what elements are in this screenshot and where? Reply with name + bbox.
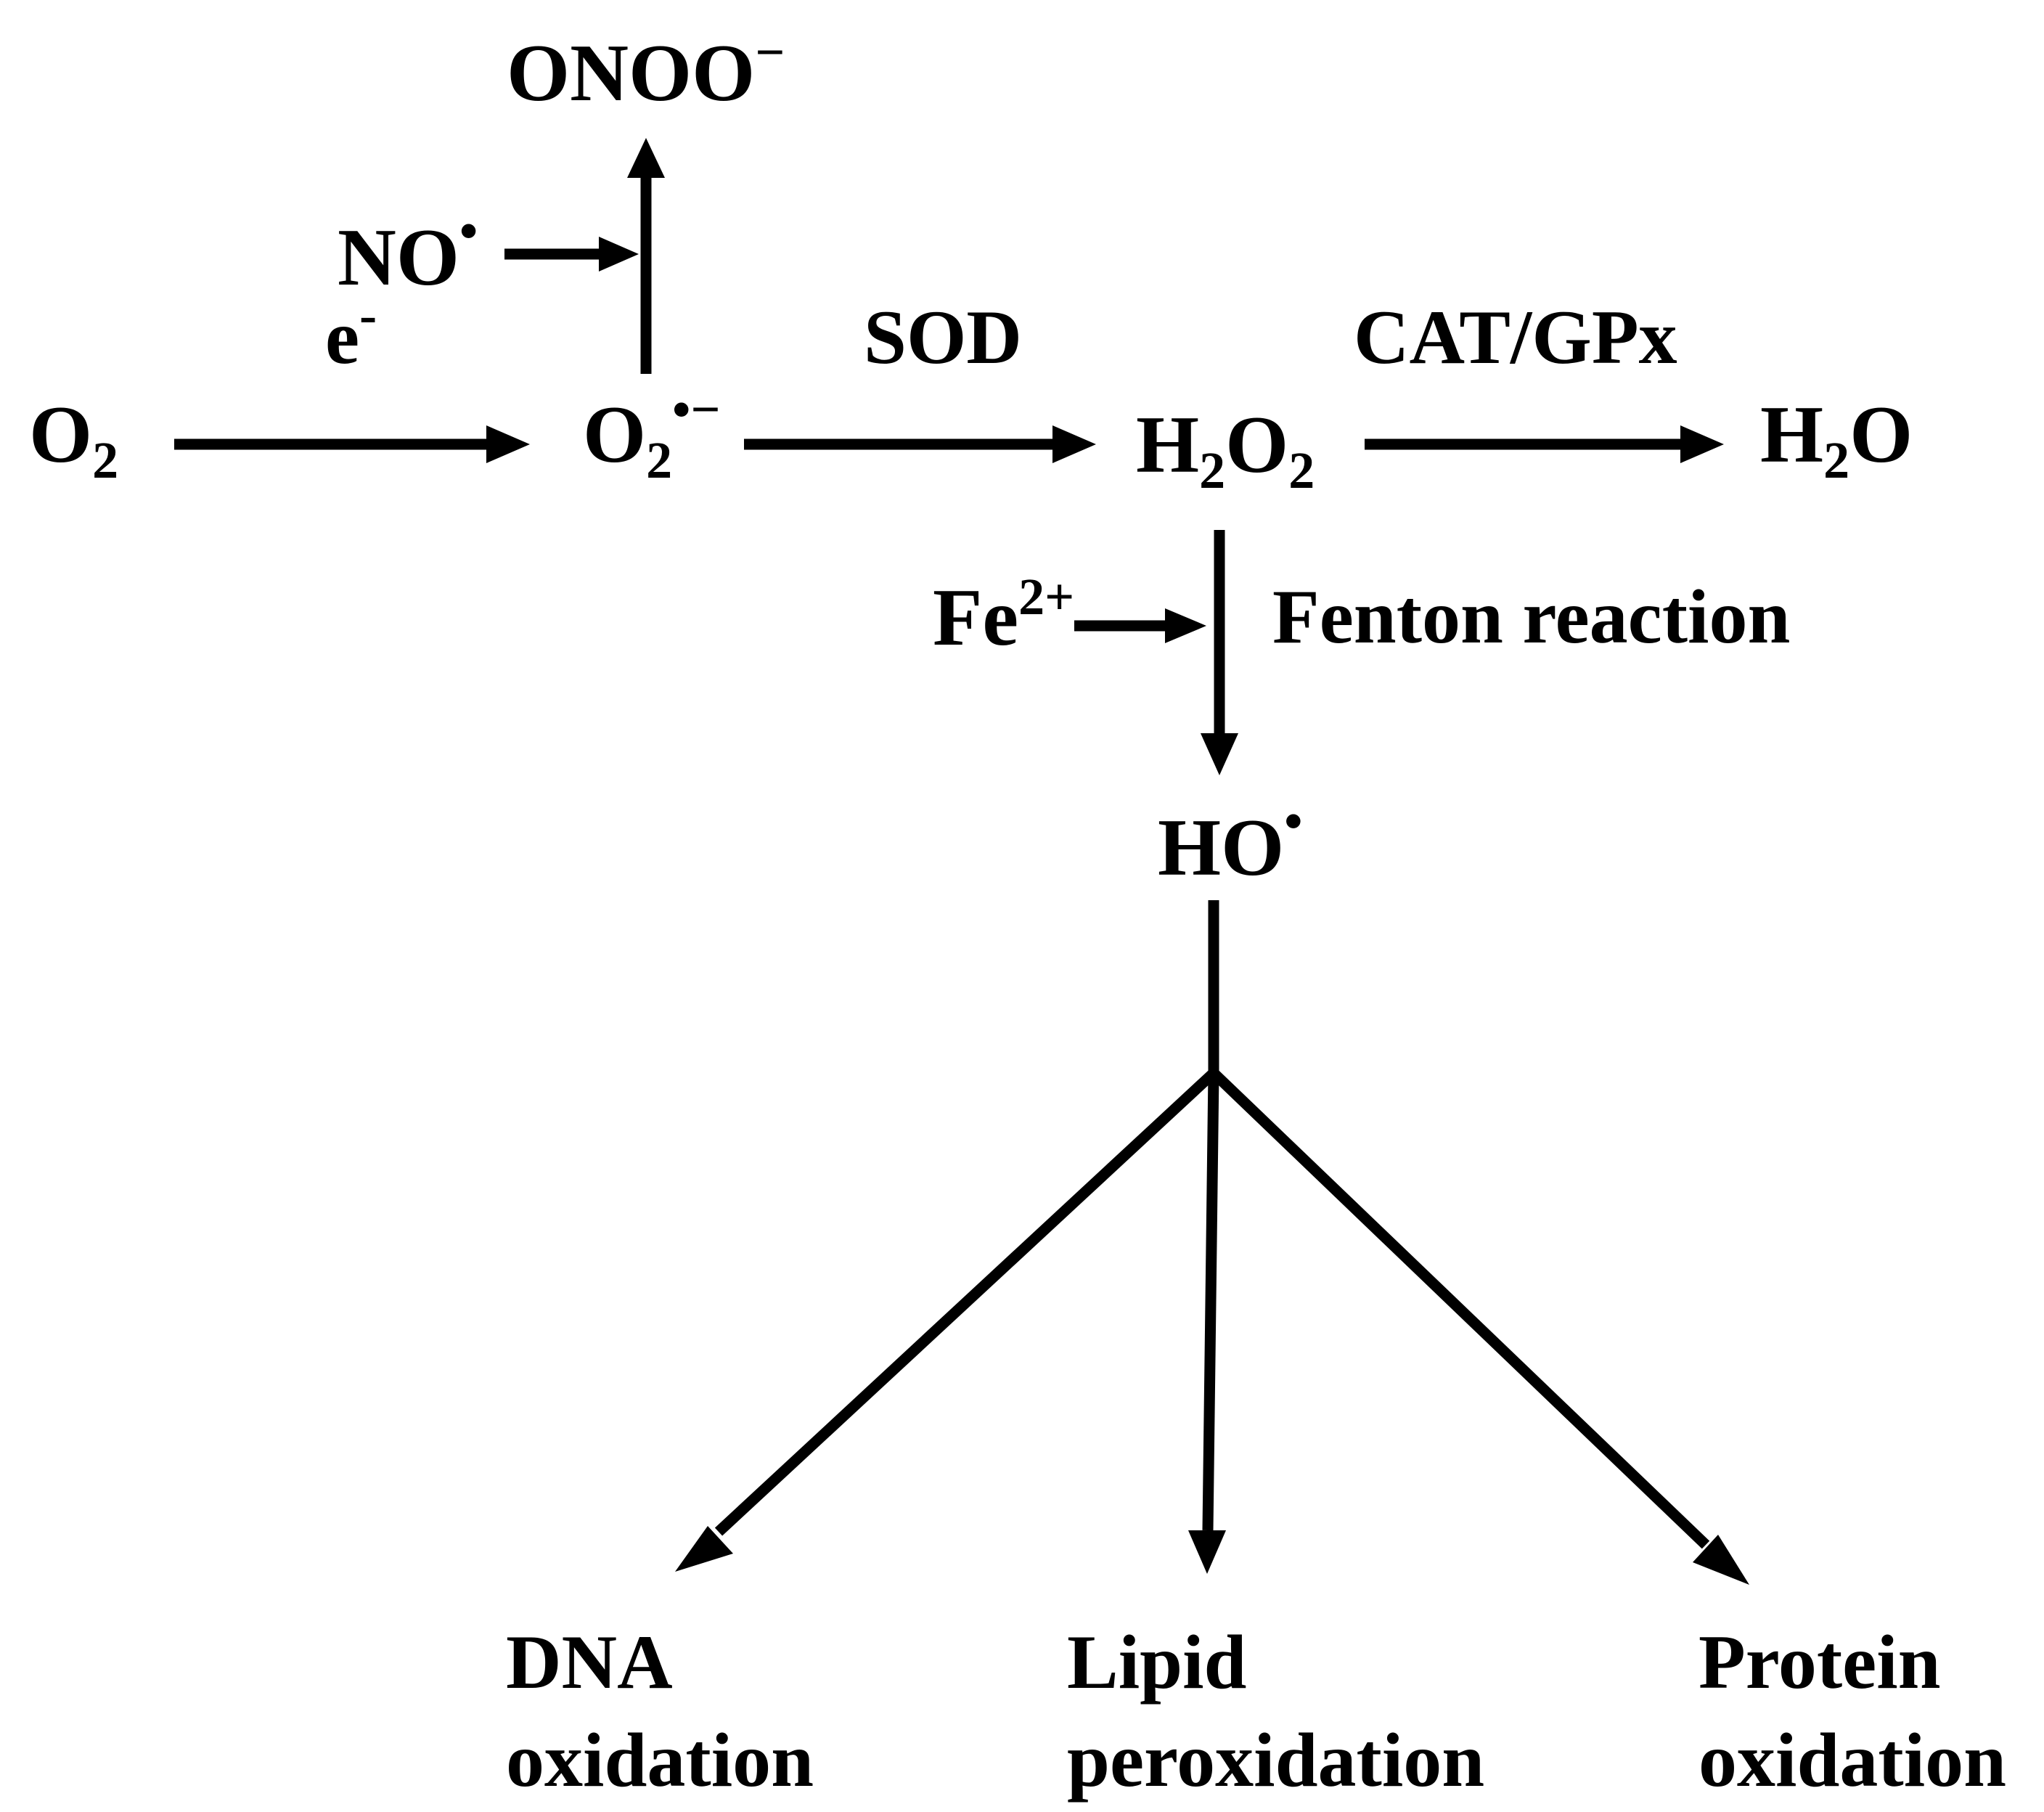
arrow-h2o2-to-water [1365,425,1724,463]
label-superoxide: O2•− [583,380,720,489]
label-hydrogen-peroxide: H2O2 [1136,400,1315,499]
label-lipid: Lipid [1067,1620,1247,1705]
label-oxygen: O2 [29,390,118,489]
arrow-to-protein-oxidation [1209,1069,1749,1585]
label-protein: Protein [1698,1620,1941,1705]
arrow-nitric-oxide-input [504,237,639,272]
arrow-o2-to-superoxide [174,425,530,463]
label-nitric-oxide: NO• [338,202,478,303]
label-sod: SOD [864,295,1022,380]
label-dna-oxidation: oxidation [506,1718,814,1803]
arrow-iron-input [1074,608,1206,643]
label-iron: Fe2+ [933,568,1074,663]
label-protein-oxidation: oxidation [1698,1718,2006,1803]
label-dna: DNA [506,1620,673,1705]
label-electron: e- [325,286,377,380]
arrow-to-dna-oxidation [675,1069,1218,1572]
labels: O2 e- O2•− ONOO− NO• SOD H2O2 CAT/GPx H2… [29,23,2006,1803]
arrow-to-lipid-peroxidation [1188,1072,1226,1574]
label-water: H2O [1760,390,1913,489]
label-fenton-reaction: Fenton reaction [1272,574,1790,659]
arrow-h2o2-to-hydroxyl [1201,530,1238,775]
label-lipid-peroxidation: peroxidation [1067,1718,1484,1803]
arrows [174,138,1749,1585]
label-cat-gpx: CAT/GPx [1354,295,1677,380]
label-hydroxyl-radical: HO• [1158,792,1302,893]
arrow-superoxide-to-h2o2 [744,425,1096,463]
label-peroxynitrite: ONOO− [507,23,785,118]
arrow-superoxide-to-peroxynitrite [627,138,665,374]
